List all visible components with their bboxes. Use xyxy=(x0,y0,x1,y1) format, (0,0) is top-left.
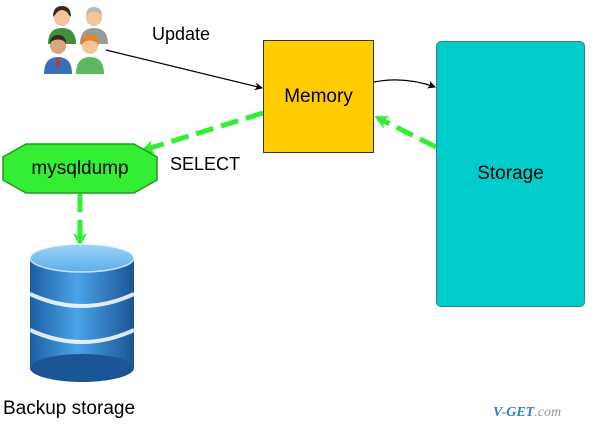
database-cylinder-icon xyxy=(29,243,135,382)
backup-storage-label: Backup storage xyxy=(3,398,136,419)
storage-to-memory-dashed-arrow xyxy=(374,115,438,150)
update-arrow xyxy=(105,49,263,91)
memory-box: Memory xyxy=(263,40,374,153)
update-label: Update xyxy=(152,24,211,44)
select-label: SELECT xyxy=(170,154,241,174)
memory-label: Memory xyxy=(284,85,353,107)
vget-watermark: V-GET.com xyxy=(493,405,561,421)
mysqldump-octagon xyxy=(2,143,158,194)
storage-label: Storage xyxy=(477,163,544,184)
storage-box: Storage xyxy=(436,41,585,307)
mysqldump-label-wrap: mysqldump xyxy=(3,144,157,193)
mysqldump-label: mysqldump xyxy=(31,157,129,179)
memory-to-storage-arrow xyxy=(373,79,436,89)
watermark-brand: V-GET xyxy=(493,405,535,420)
users-group-icon xyxy=(44,6,108,74)
select-dashed-arrow xyxy=(140,110,264,154)
watermark-suffix: .com xyxy=(534,405,562,420)
